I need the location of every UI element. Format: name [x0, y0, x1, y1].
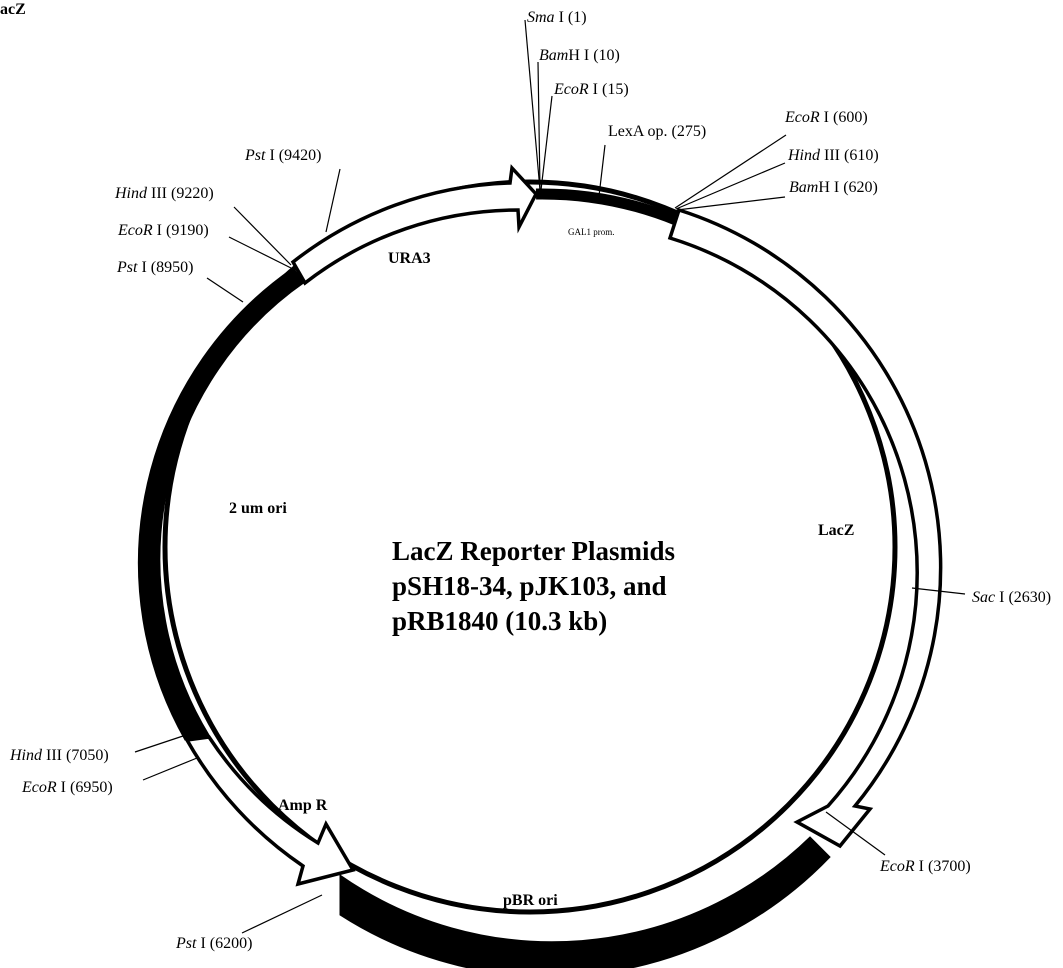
feature-label-gal1-prom: GAL1 prom. [568, 227, 615, 237]
lacz-arrow [667, 207, 943, 849]
feature-label-amp-r: Amp R [278, 797, 328, 814]
site-leaders [134, 19, 966, 934]
feature-label-lacz: LacZ [818, 522, 854, 539]
feature-label-pbr-ori: pBR ori [503, 892, 558, 909]
site-label-psti-6200: Pst I (6200) [175, 935, 252, 952]
title-line-2: pSH18-34, pJK103, and [392, 571, 667, 601]
site-label-psti-8950: Pst I (8950) [116, 259, 193, 276]
gal1-promoter-segment [535, 188, 679, 226]
site-label-ecori-9190: EcoR I (9190) [117, 222, 209, 239]
site-label-ecori-600: EcoR I (600) [784, 109, 868, 126]
ura3-arrow [290, 164, 539, 286]
header-fragment: acZ [0, 1, 26, 18]
site-label-smai-1: Sma I (1) [527, 9, 587, 26]
two-um-ori-segment [137, 267, 306, 741]
title-line-1: LacZ Reporter Plasmids [392, 536, 675, 566]
feature-label-ura3: URA3 [388, 250, 431, 267]
amp-r-arrow [184, 735, 356, 887]
plasmid-backbone [162, 179, 898, 915]
site-label-ecori-15: EcoR I (15) [553, 81, 629, 98]
site-label-hindiii-9220: Hind III (9220) [114, 185, 214, 202]
site-label-hindiii-610: Hind III (610) [787, 147, 879, 164]
site-label-hindiii-7050: Hind III (7050) [9, 747, 109, 764]
site-label-saci-2630: Sac I (2630) [972, 589, 1051, 606]
site-label-ecori-6950: EcoR I (6950) [21, 779, 113, 796]
pbr-ori-segment [339, 836, 831, 968]
site-label-bamhi-10: BamH I (10) [539, 47, 620, 64]
site-label-bamhi-620: BamH I (620) [789, 179, 878, 196]
title-line-3: pRB1840 (10.3 kb) [392, 606, 607, 636]
site-label-psti-9420: Pst I (9420) [244, 147, 321, 164]
site-label-ecori-3700: EcoR I (3700) [879, 858, 971, 875]
feature-label-2um-ori: 2 um ori [229, 500, 287, 517]
feature-label-lexa-op: LexA op. (275) [608, 123, 706, 140]
